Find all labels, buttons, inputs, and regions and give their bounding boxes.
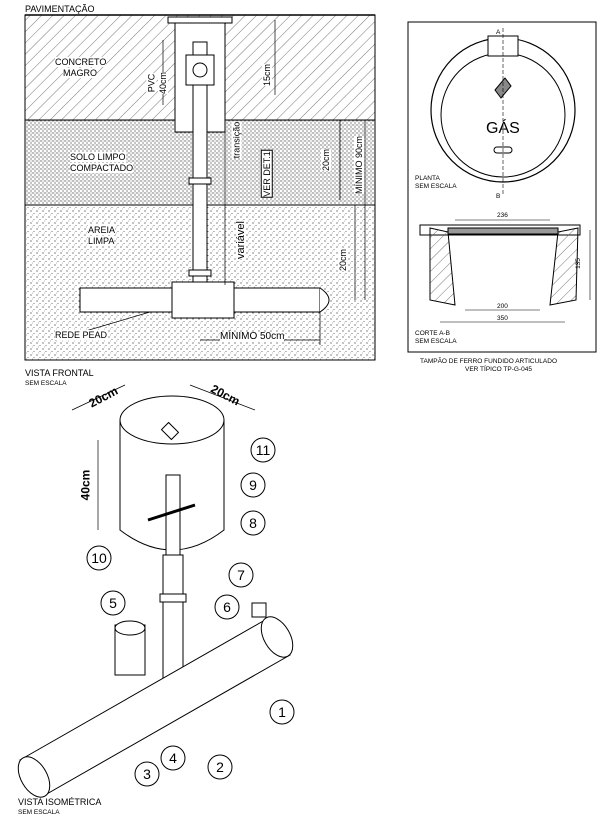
label-corte-sub: SEM ESCALA <box>415 338 457 345</box>
callout-circle-6 <box>214 594 240 620</box>
label-cut-a: A <box>496 29 501 36</box>
label-concreto: CONCRETO <box>55 57 107 67</box>
label-vista-frontal: VISTA FRONTAL <box>25 368 94 378</box>
callout-circle-7 <box>228 562 254 588</box>
label-dim-350: 350 <box>497 315 508 322</box>
label-dim-20b: 20cm <box>338 248 349 272</box>
label-dim-200: 200 <box>497 303 508 310</box>
label-dim-135: 135 <box>574 258 582 269</box>
callout-circle-2 <box>207 754 233 780</box>
label-corte: CORTE A-B <box>415 330 450 337</box>
label-magro: MAGRO <box>63 68 98 78</box>
callout-circle-1 <box>269 699 295 725</box>
label-solo: SOLO LIMPO <box>70 152 126 162</box>
callout-label-8: 8 <box>249 515 257 531</box>
section-left-wall <box>429 227 456 306</box>
callout-circle-9 <box>240 472 266 498</box>
label-limpa: LIMPA <box>88 236 115 246</box>
label-vista-frontal-sub: SEM ESCALA <box>25 380 67 387</box>
label-planta: PLANTA <box>415 175 440 182</box>
label-planta-sub: SEM ESCALA <box>415 183 457 190</box>
callout-circle-4 <box>160 745 186 771</box>
callout-label-4: 4 <box>169 750 177 766</box>
label-rede-pead: REDE PEAD <box>55 330 108 340</box>
label-tampao-caption-1: TAMPÃO DE FERRO FUNDIDO ARTICULADO <box>420 358 557 365</box>
callout-circle-10 <box>86 545 112 571</box>
section-right-wall <box>549 227 579 306</box>
riser-pipe <box>192 84 208 291</box>
label-vista-isometrica-sub: SEM ESCALA <box>18 809 60 816</box>
callout-circle-5 <box>100 590 126 616</box>
callout-label-6: 6 <box>223 599 231 615</box>
label-compactado: COMPACTADO <box>70 163 134 173</box>
label-pavimentacao: PAVIMENTAÇÃO <box>25 4 95 14</box>
callout-circle-3 <box>134 761 160 787</box>
label-tampao-caption-2: VER TÍPICO TP-G-045 <box>465 366 532 373</box>
callout-label-11: 11 <box>256 442 271 458</box>
callout-label-3: 3 <box>143 766 151 782</box>
callout-label-1: 1 <box>278 704 286 720</box>
callout-label-7: 7 <box>237 567 245 583</box>
tee-fitting <box>171 281 235 319</box>
label-minimo-90: MÍNIMO 90cm <box>354 135 365 195</box>
callout-label-2: 2 <box>216 759 224 775</box>
callout-label-9: 9 <box>249 477 257 493</box>
label-dim-15: 15cm <box>262 63 273 87</box>
label-dim-40: 40cm <box>158 71 169 95</box>
label-areia: AREIA <box>88 225 116 235</box>
label-pvc: PVC <box>146 73 157 93</box>
isometric-view <box>17 384 294 798</box>
label-variavel: variável <box>234 221 247 259</box>
callout-circle-11 <box>250 437 276 463</box>
label-vista-isometrica: VISTA ISOMÉTRICA <box>18 797 102 807</box>
frontal-view <box>24 14 376 361</box>
label-minimo-50: MÍNIMO 50cm <box>220 331 285 342</box>
label-cut-b: B <box>496 193 501 200</box>
callout-label-5: 5 <box>109 595 117 611</box>
label-dim-20a: 20cm <box>321 148 332 172</box>
callout-circle-8 <box>240 510 266 536</box>
label-transicao: transição <box>231 121 242 159</box>
label-iso-dim-40: 40cm <box>78 469 93 501</box>
label-gas: GÁS <box>486 120 520 137</box>
tampao-panel <box>407 21 597 353</box>
label-dim-236: 236 <box>497 212 508 219</box>
callout-label-10: 10 <box>91 550 107 566</box>
label-ver-det: VER DET.1 <box>260 150 273 198</box>
callout-group: 1 2 3 4 5 67 8 9 10 11 <box>86 437 295 787</box>
